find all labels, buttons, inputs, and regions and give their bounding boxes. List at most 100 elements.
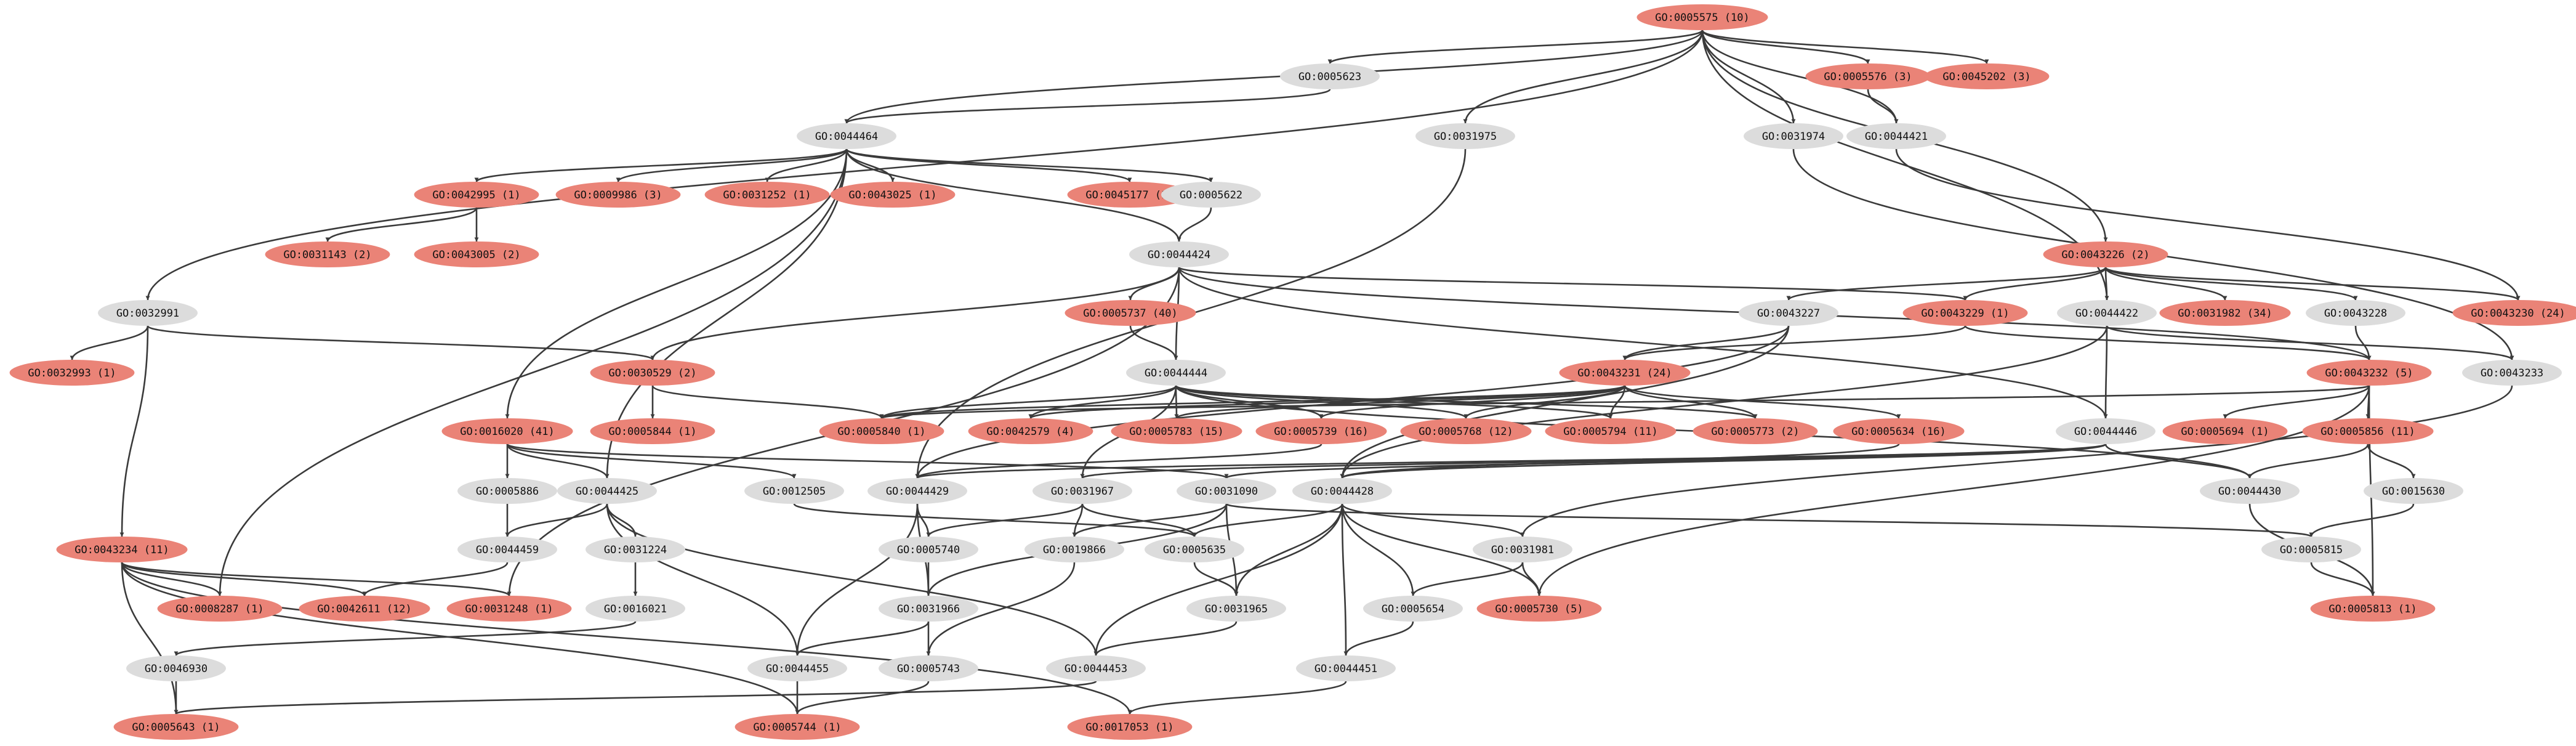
edge-arrow: [1622, 325, 1966, 361]
node-label: GO:0005635: [1163, 544, 1226, 556]
edge-arrow: [217, 148, 848, 596]
node-shape: [457, 478, 557, 504]
node-label: GO:0043025 (1): [848, 189, 936, 201]
edge-arrow: [2104, 444, 2252, 479]
node-label: GO:0031090: [1195, 485, 1258, 498]
go-term-node: GO:0005783 (15): [1111, 418, 1242, 444]
node-label: GO:0045177 (1): [1085, 189, 1173, 201]
edge-arrow: [147, 325, 655, 361]
node-shape: [1400, 418, 1532, 444]
go-term-node: GO:0043234 (11): [56, 537, 188, 562]
go-term-node: GO:0030529 (2): [590, 360, 715, 386]
edge-arrow: [926, 503, 1084, 537]
edge-arrow: [1327, 29, 1704, 65]
node-shape: [126, 655, 226, 681]
edge-arrow: [650, 267, 1180, 360]
edge-arrow: [795, 621, 930, 656]
edge-arrow: [1028, 384, 1626, 420]
node-shape: [1296, 655, 1396, 681]
node-label: GO:0005840 (1): [837, 426, 925, 438]
go-term-node: GO:0042611 (12): [299, 596, 430, 622]
edge-arrow: [2367, 444, 2416, 479]
go-term-node: GO:0044453: [1046, 655, 1146, 681]
node-label: GO:0005813 (1): [2328, 603, 2417, 615]
edge-arrow: [926, 562, 1076, 656]
edge-arrow: [1340, 443, 2107, 479]
edge-arrow: [795, 681, 930, 715]
node-shape: [1032, 478, 1132, 504]
node-label: GO:0005737 (40): [1083, 307, 1178, 320]
edge-arrow: [2104, 267, 2228, 301]
node-shape: [2462, 360, 2562, 386]
edge-arrow: [1341, 503, 1525, 537]
edge-arrow: [1867, 89, 1899, 124]
edge-arrow: [145, 30, 1704, 301]
node-shape: [735, 714, 860, 740]
edge-arrow: [2103, 325, 2108, 419]
edge-arrow: [616, 148, 848, 182]
go-term-node: GO:0044421: [1846, 123, 1946, 149]
go-term-node: GO:0005643 (1): [113, 714, 239, 740]
edge-arrow: [2104, 266, 2521, 301]
edge-arrow: [845, 148, 1132, 183]
go-term-node: GO:0015630: [2364, 478, 2463, 504]
edge-arrow: [174, 680, 1097, 715]
edge-arrow: [1178, 267, 2108, 419]
node-shape: [457, 537, 557, 562]
node-shape: [98, 300, 198, 326]
node-label: GO:0043230 (24): [2471, 307, 2566, 320]
edge-arrow: [844, 88, 1331, 124]
go-term-node: GO:0044428: [1292, 478, 1392, 504]
node-shape: [1024, 537, 1124, 562]
node-label: GO:0043005 (2): [432, 249, 520, 261]
node-label: GO:0043231 (24): [1577, 367, 1672, 379]
node-label: GO:0005740: [897, 544, 960, 556]
node-label: GO:0044444: [1145, 367, 1207, 379]
go-term-node: GO:0005654: [1363, 596, 1463, 622]
node-shape: [1145, 537, 1244, 562]
go-term-node: GO:0005740: [879, 537, 978, 562]
edge-arrow: [845, 148, 1181, 242]
edge-arrow: [174, 620, 637, 657]
node-label: GO:0044451: [1314, 663, 1377, 675]
edge-arrow: [121, 562, 367, 596]
node-shape: [2043, 241, 2168, 267]
edge-arrow: [606, 503, 638, 537]
go-term-node: GO:0044424: [1129, 241, 1229, 267]
edge-arrow: [325, 207, 478, 242]
node-shape: [2306, 360, 2432, 386]
node-shape: [2452, 300, 2576, 326]
edge-arrow: [1786, 266, 2107, 301]
node-shape: [1046, 655, 1146, 681]
go-term-node: GO:0005773 (2): [1693, 418, 1818, 444]
node-shape: [1177, 478, 1276, 504]
node-shape: [265, 241, 390, 267]
go-term-node: GO:0005886: [457, 478, 557, 504]
edge-layer: [70, 29, 2521, 715]
go-term-node: GO:0005815: [2261, 537, 2361, 562]
node-shape: [1559, 360, 1691, 386]
node-label: GO:0005783 (15): [1129, 426, 1224, 438]
node-shape: [414, 241, 539, 267]
edge-arrow: [844, 30, 1704, 124]
node-shape: [557, 478, 657, 504]
node-shape: [968, 418, 1093, 444]
node-shape: [1280, 63, 1380, 89]
go-term-node: GO:0043229 (1): [1902, 300, 2028, 326]
go-term-node: GO:0031090: [1177, 478, 1276, 504]
go-term-node: GO:0005635: [1145, 537, 1244, 562]
node-label: GO:0005634 (16): [1851, 426, 1946, 438]
node-label: GO:0045202 (3): [1942, 71, 2031, 83]
edge-arrow: [879, 384, 1626, 420]
node-shape: [2310, 596, 2436, 622]
node-label: GO:0044464: [815, 131, 878, 143]
edge-arrow: [1319, 384, 1626, 420]
node-shape: [2306, 300, 2405, 326]
edge-arrow: [1701, 30, 1989, 64]
go-term-node: GO:0031967: [1032, 478, 1132, 504]
go-term-node: GO:0005634 (16): [1833, 418, 1965, 444]
edge-arrow: [506, 443, 1229, 479]
node-shape: [2162, 418, 2288, 444]
go-term-node: GO:0016020 (41): [441, 418, 573, 444]
